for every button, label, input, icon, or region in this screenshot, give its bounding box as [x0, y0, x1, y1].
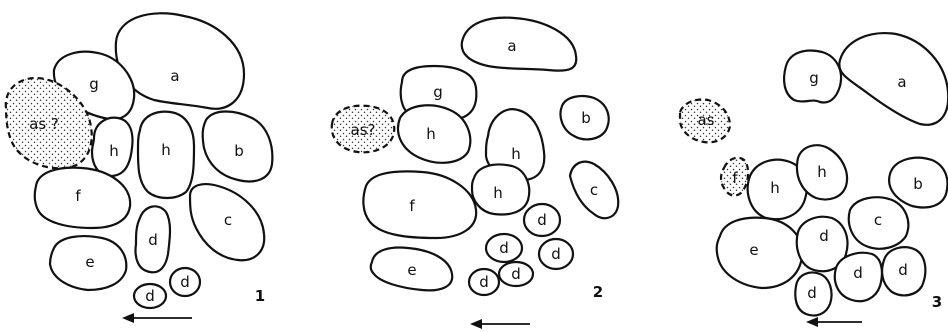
- region-d: d: [539, 239, 573, 269]
- region-c: c: [849, 197, 909, 249]
- panel-number: 3: [932, 293, 942, 311]
- panel-number: 2: [593, 283, 603, 301]
- region-label: h: [817, 163, 827, 181]
- region-label: as ?: [29, 115, 59, 133]
- direction-arrow: [122, 313, 192, 323]
- region-c: c: [190, 184, 264, 260]
- region-label: d: [479, 273, 489, 291]
- region-e: e: [50, 236, 126, 290]
- region-as-uncertain: as?: [332, 106, 395, 153]
- region-b: b: [203, 112, 273, 182]
- region-label: as: [697, 111, 714, 129]
- region-d: d: [835, 253, 882, 301]
- region-label: c: [224, 211, 232, 229]
- region-a: a: [462, 18, 577, 71]
- region-h: h: [92, 118, 132, 176]
- region-f: f: [363, 171, 476, 238]
- region-label: d: [807, 284, 817, 302]
- panel-3: g a as f h h b e: [680, 33, 948, 327]
- region-b: b: [561, 96, 609, 139]
- region-label: e: [85, 253, 94, 271]
- region-label: b: [913, 175, 923, 193]
- region-label: d: [819, 227, 829, 245]
- region-as: as: [680, 100, 730, 143]
- region-label: e: [749, 241, 758, 259]
- region-label: h: [161, 141, 171, 159]
- region-label: d: [551, 245, 561, 263]
- region-d: d: [795, 273, 831, 316]
- region-h: h: [138, 112, 194, 198]
- panel-1: a g as ? h h b f c: [6, 13, 273, 323]
- region-f: f: [35, 168, 130, 228]
- region-d: d: [499, 262, 533, 286]
- region-label: h: [426, 125, 436, 143]
- direction-arrow: [806, 317, 862, 327]
- region-label: d: [148, 231, 158, 249]
- region-label: b: [234, 142, 244, 160]
- region-d: d: [136, 206, 170, 272]
- region-label: d: [499, 239, 509, 257]
- region-label: d: [537, 211, 547, 229]
- region-label: as?: [351, 121, 376, 139]
- panel-number: 1: [255, 287, 265, 305]
- region-e: e: [717, 218, 802, 288]
- region-label: g: [89, 75, 99, 93]
- region-label: g: [433, 83, 443, 101]
- region-d: d: [882, 247, 925, 295]
- region-h: h: [472, 165, 529, 215]
- region-label: d: [853, 264, 863, 282]
- region-f-uncertain: f: [721, 158, 748, 196]
- panel-2: a g b as? h h c h: [332, 18, 618, 329]
- region-label: d: [898, 261, 908, 279]
- region-label: c: [874, 211, 882, 229]
- region-d: d: [170, 268, 200, 296]
- direction-arrow: [470, 319, 530, 329]
- region-d: d: [524, 204, 560, 236]
- region-label: a: [507, 37, 516, 55]
- region-c: c: [570, 162, 618, 219]
- region-label: f: [732, 169, 738, 187]
- region-label: g: [809, 69, 819, 87]
- region-label: h: [511, 145, 521, 163]
- region-label: c: [590, 181, 598, 199]
- region-b: b: [889, 158, 947, 208]
- region-label: d: [511, 265, 521, 283]
- region-label: a: [897, 73, 906, 91]
- region-label: h: [770, 179, 780, 197]
- region-d: d: [469, 269, 499, 295]
- region-label: f: [409, 197, 415, 215]
- region-d: d: [134, 284, 166, 308]
- region-a: a: [839, 33, 948, 125]
- region-d: d: [486, 234, 522, 262]
- region-e: e: [371, 248, 453, 291]
- region-label: d: [145, 287, 155, 305]
- region-label: d: [180, 273, 190, 291]
- region-label: f: [75, 187, 81, 205]
- region-label: e: [407, 261, 416, 279]
- region-label: h: [493, 184, 503, 202]
- region-label: b: [581, 109, 591, 127]
- region-label: a: [170, 67, 179, 85]
- region-g: g: [784, 51, 841, 103]
- region-label: h: [109, 142, 119, 160]
